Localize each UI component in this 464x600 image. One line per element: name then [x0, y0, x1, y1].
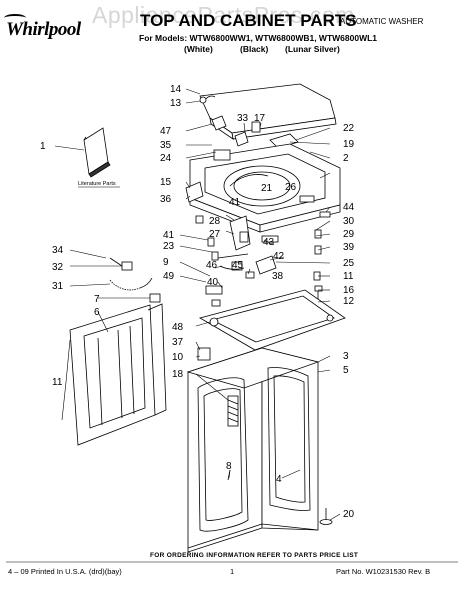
- page-title: TOP AND CABINET PARTS: [140, 11, 357, 30]
- print-info: 4 – 09 Printed In U.S.A. (drd)(bay): [8, 567, 122, 576]
- callout-17: 17: [254, 113, 266, 124]
- literature-booklet: Literature Parts: [78, 127, 120, 188]
- callout-19: 19: [343, 139, 355, 150]
- callout-5: 5: [343, 365, 349, 376]
- callout-27: 27: [209, 229, 221, 240]
- switch-components: [219, 215, 279, 279]
- leader-lines: [54, 88, 341, 521]
- callout-31: 31: [52, 281, 64, 292]
- callout-49: 49: [163, 271, 175, 282]
- callout-21: 21: [261, 183, 273, 194]
- callout-20: 20: [343, 509, 355, 520]
- callout-7: 7: [94, 294, 100, 305]
- callout-43: 43: [263, 237, 275, 248]
- callout-39: 39: [343, 242, 355, 253]
- callout-48: 48: [172, 322, 184, 333]
- callout-9: 9: [163, 257, 169, 268]
- callout-26: 26: [285, 182, 297, 193]
- base-frame: [198, 285, 346, 351]
- variant-lunar-silver: (Lunar Silver): [285, 44, 340, 54]
- part-number: Part No. W10231530 Rev. B: [336, 567, 431, 576]
- callout-45: 45: [232, 260, 244, 271]
- page-number: 1: [230, 567, 235, 576]
- watermark: AppliancePartsPros.com: [92, 2, 355, 28]
- callout-8: 8: [226, 461, 232, 472]
- callout-41b: 41: [229, 197, 241, 208]
- callout-34: 34: [52, 245, 64, 256]
- left-brackets: [185, 181, 249, 261]
- callout-2: 2: [343, 153, 349, 164]
- callout-35: 35: [160, 140, 172, 151]
- cabinet-hardware: [197, 347, 333, 525]
- variant-black: (Black): [240, 44, 269, 54]
- callout-4: 4: [276, 474, 282, 485]
- callout-38: 38: [272, 271, 284, 282]
- callout-32: 32: [52, 262, 64, 273]
- callout-23: 23: [163, 241, 175, 252]
- callout-28: 28: [209, 216, 221, 227]
- ordering-info: FOR ORDERING INFORMATION REFER TO PARTS …: [150, 552, 359, 559]
- page-subtitle: AUTOMATIC WASHER: [340, 17, 424, 26]
- callout-44: 44: [343, 202, 355, 213]
- callout-14: 14: [170, 84, 182, 95]
- callout-46: 46: [206, 260, 218, 271]
- wire-harness: [109, 257, 161, 303]
- callout-36: 36: [160, 194, 172, 205]
- callout-37: 37: [172, 337, 184, 348]
- callout-47: 47: [160, 126, 172, 137]
- rear-panel: [69, 303, 167, 446]
- callout-1: 1: [40, 141, 46, 152]
- callout-13: 13: [170, 98, 182, 109]
- brand-swoosh-icon: [4, 14, 26, 22]
- callout-22: 22: [343, 123, 355, 134]
- callout-33: 33: [237, 113, 249, 124]
- callout-41: 41: [163, 230, 175, 241]
- callout-numbers: 14 13 1 47 35 24 15 36 33 17 22 19 2 21 …: [40, 84, 355, 520]
- literature-label: Literature Parts: [78, 181, 116, 187]
- callout-29: 29: [343, 229, 355, 240]
- callout-40: 40: [207, 277, 219, 288]
- callout-11: 11: [343, 271, 354, 282]
- callout-16: 16: [343, 285, 355, 296]
- hinge-parts: [211, 115, 299, 149]
- callout-30: 30: [343, 216, 355, 227]
- callout-42: 42: [273, 251, 285, 262]
- callout-18: 18: [172, 369, 184, 380]
- callout-3: 3: [343, 351, 349, 362]
- washer-lid: [199, 83, 337, 140]
- main-cabinet: [186, 347, 320, 553]
- top-cabinet-frame: [189, 143, 341, 233]
- callout-15: 15: [160, 177, 172, 188]
- callout-6: 6: [94, 307, 100, 318]
- model-list: For Models: WTW6800WW1, WTW6800WB1, WTW6…: [139, 33, 378, 43]
- callout-10: 10: [172, 352, 184, 363]
- callout-11b: 11: [52, 377, 63, 388]
- callout-24: 24: [160, 153, 172, 164]
- brand-logo: Whirlpool: [6, 19, 81, 40]
- callout-12: 12: [343, 296, 355, 307]
- callout-25: 25: [343, 258, 355, 269]
- variant-white: (White): [184, 44, 213, 54]
